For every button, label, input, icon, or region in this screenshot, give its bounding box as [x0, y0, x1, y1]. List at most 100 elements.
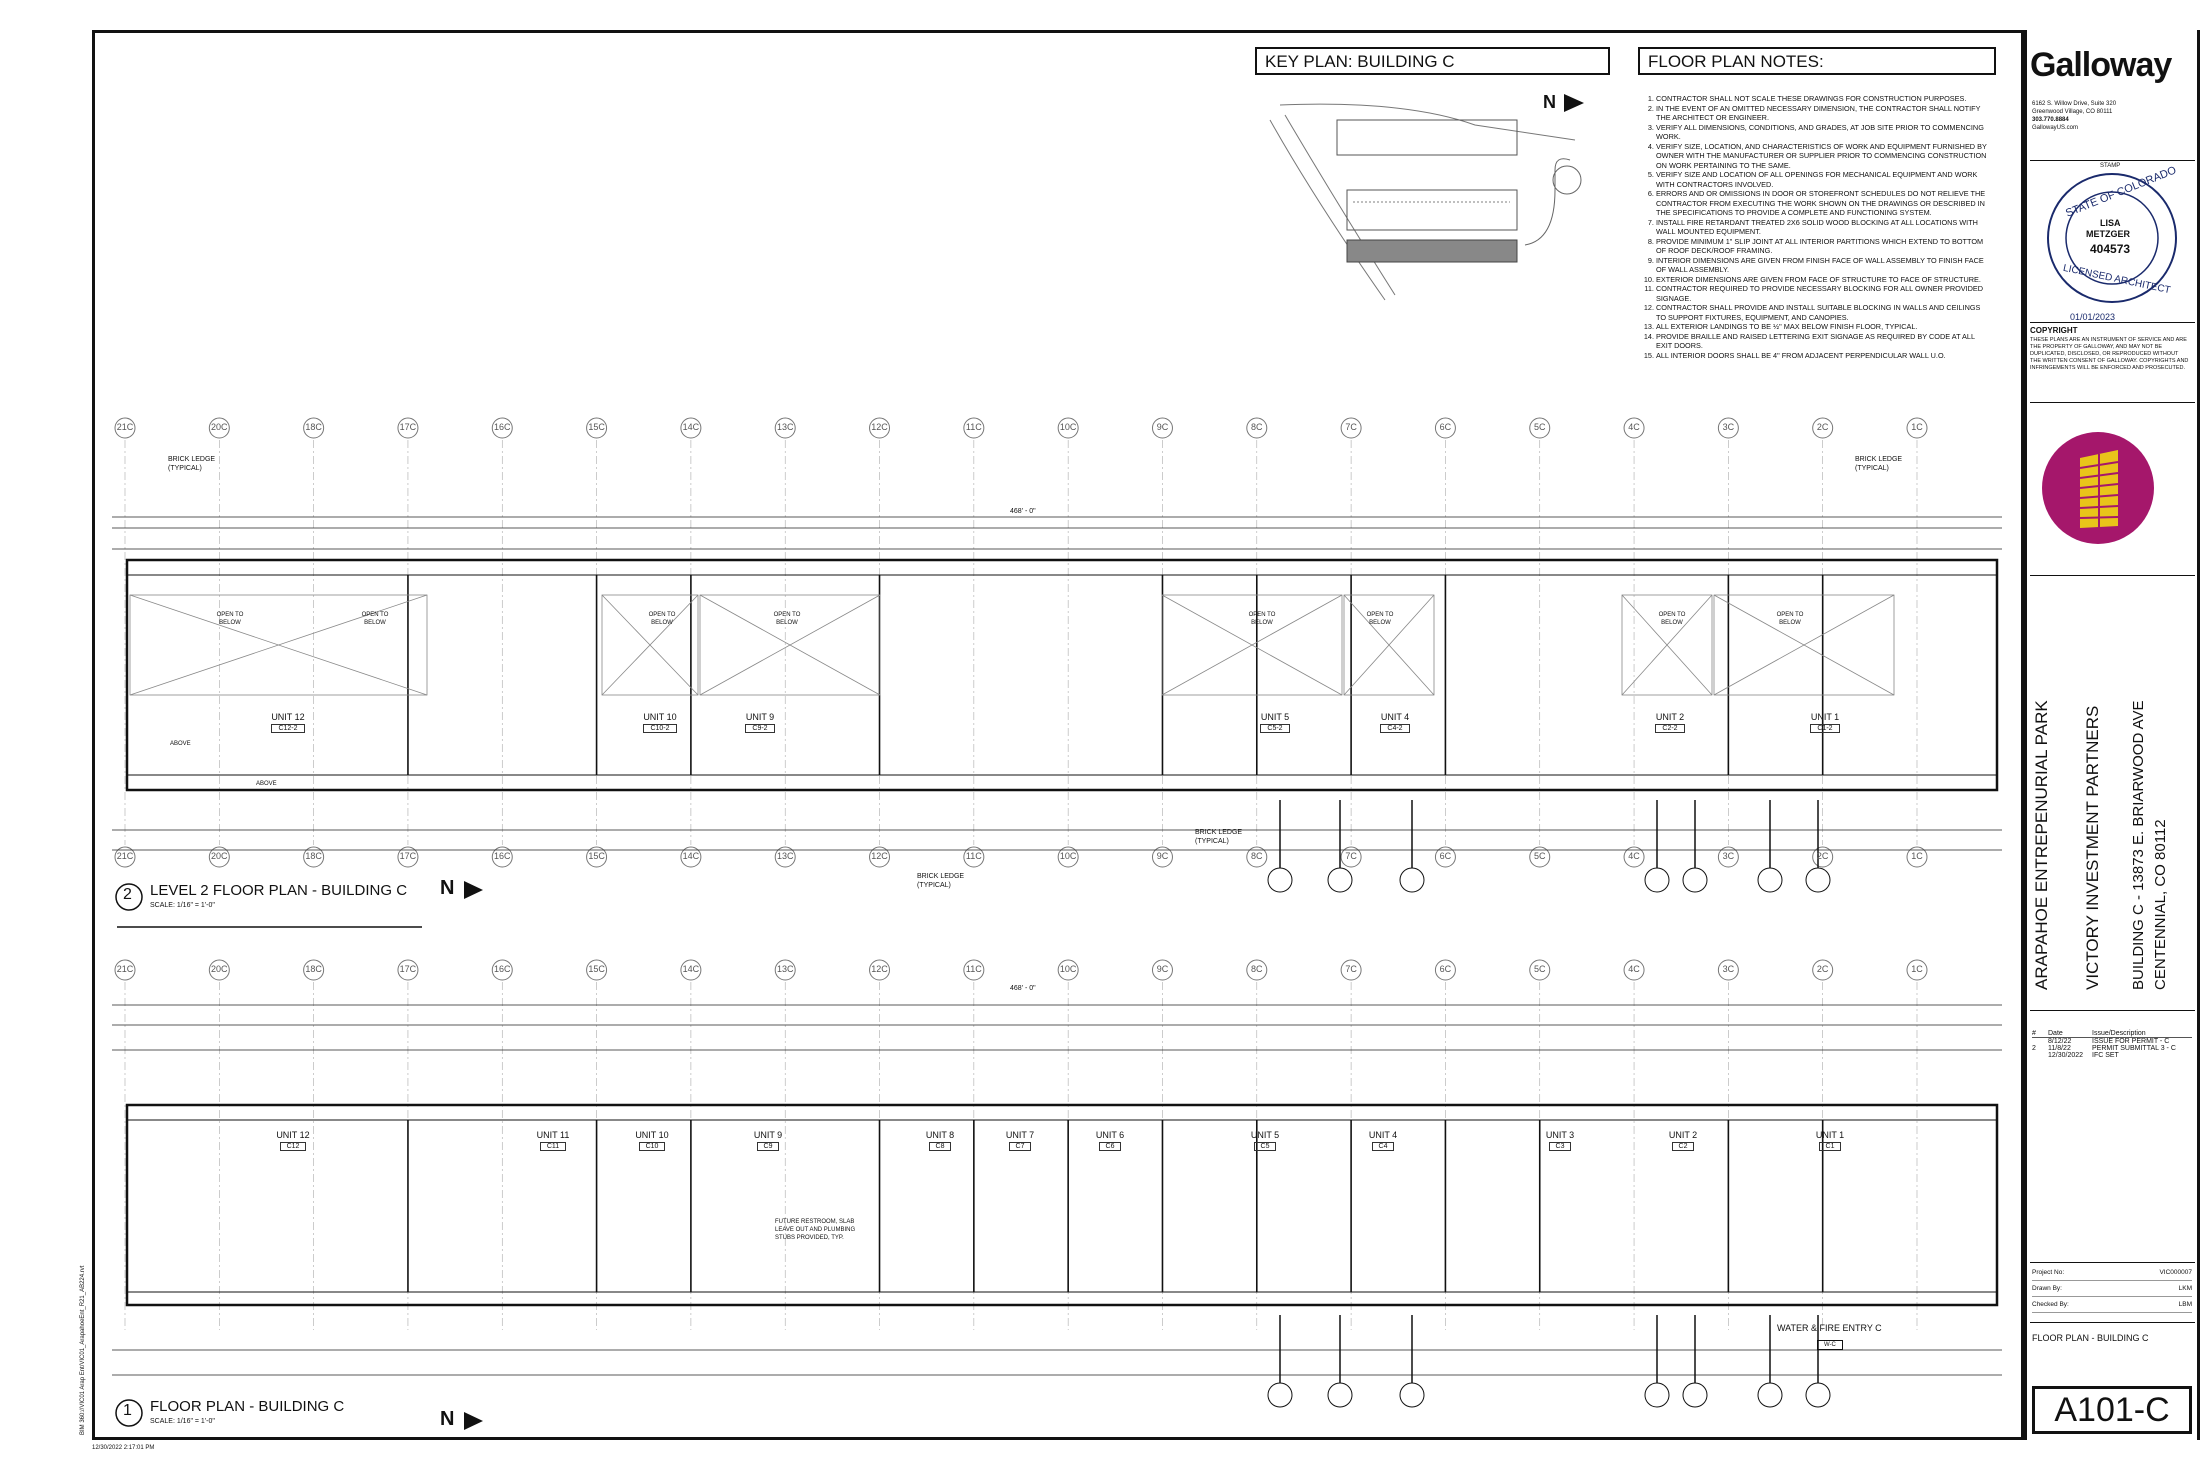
level2-open-to-below: [129, 594, 1895, 696]
grid-bubbles-level1-top: [114, 959, 1928, 981]
level2-plan-scale: SCALE: 1/16" = 1'-0": [150, 902, 215, 909]
unit-label: UNIT 10 C10-2: [630, 712, 690, 733]
grid-label: 8C: [1251, 851, 1263, 861]
revision-header: # Date Issue/Description: [2032, 1030, 2192, 1038]
grid-label: 6C: [1439, 422, 1452, 432]
grid-label: 5C: [1533, 422, 1546, 432]
grid-label: 21C: [116, 964, 134, 974]
grid-bubbles-level2-bottom: [114, 846, 1928, 868]
grid-bubble: [869, 417, 891, 439]
note-item: IN THE EVENT OF AN OMITTED NECESSARY DIM…: [1656, 104, 1992, 123]
grid-bubble: [869, 959, 891, 981]
unit-tag: C10: [638, 1142, 666, 1151]
firm-address-1: 6162 S. Willow Drive, Suite 320: [2032, 101, 2117, 107]
grid-bubble: [1906, 846, 1928, 868]
grid-bubble: [1812, 417, 1834, 439]
grid-bubble: [208, 417, 230, 439]
grid-bubble: [1057, 846, 1079, 868]
rev-date: 8/12/22: [2048, 1038, 2072, 1045]
table-row: 2 11/8/22 PERMIT SUBMITTAL 3 - C: [2032, 1045, 2192, 1052]
brick-ledge-text: BRICK LEDGE: [168, 456, 216, 463]
rev-num: [2032, 1052, 2044, 1059]
grid-label: 16C: [493, 422, 511, 432]
unit-tag: C5-2: [1260, 724, 1290, 733]
grid-label: 7C: [1345, 964, 1357, 974]
note-item: ERRORS AND OR OMISSIONS IN DOOR OR STORE…: [1656, 189, 1992, 218]
section-marker: [1327, 867, 1353, 893]
section-marker: [1399, 1382, 1425, 1408]
grid-label: 12C: [871, 422, 888, 432]
sheet-number: A101-C: [2032, 1386, 2192, 1434]
unit-tag: C9-2: [745, 724, 775, 733]
grid-label: 2C: [1816, 964, 1829, 974]
grid-bubble: [774, 959, 796, 981]
grid-label: 11C: [965, 851, 982, 861]
grid-label: 15C: [588, 422, 605, 432]
grid-label: 6C: [1439, 851, 1452, 861]
stamp-name-1: LISA: [2100, 218, 2121, 228]
floor-plans-drawing: [112, 417, 2002, 1408]
checked-by: LBM: [2178, 1301, 2192, 1308]
grid-bubble: [1717, 846, 1739, 868]
firm-web: GallowayUS.com: [2032, 125, 2079, 131]
print-timestamp: 12/30/2022 2:17:01 PM: [92, 1445, 155, 1451]
rev-num: [2032, 1038, 2044, 1045]
unit-name: UNIT 10: [643, 712, 677, 722]
grid-bubble: [1623, 959, 1645, 981]
grid-label: 21C: [116, 851, 134, 861]
divider: [2030, 1322, 2195, 1323]
grid-bubble: [1151, 846, 1173, 868]
brick-ledge-note: BRICK LEDGE(TYPICAL): [1195, 828, 1242, 846]
level1-building-outline: [125, 1103, 1999, 1307]
stamp-name-2: METZGER: [2086, 229, 2130, 239]
grid-label: 20C: [211, 964, 228, 974]
unit-tag: C4-2: [1380, 724, 1410, 733]
dimension-lines: [112, 516, 2002, 1376]
open-to-below-label: OPEN TO BELOW: [1658, 612, 1686, 626]
rev-date: 12/30/2022: [2048, 1052, 2084, 1059]
note-item: PROVIDE BRAILLE AND RAISED LETTERING EXI…: [1656, 332, 1992, 351]
grid-label: 11C: [965, 964, 982, 974]
grid-label: 20C: [211, 422, 228, 432]
north-arrow-icon: [1564, 94, 1584, 112]
grid-bubble: [1717, 417, 1739, 439]
unit-tag: C11: [539, 1142, 567, 1151]
rev-col-date: Date: [2048, 1030, 2063, 1037]
grid-bubble: [397, 959, 419, 981]
grid-label: 3C: [1722, 422, 1735, 432]
grid-label: 2C: [1816, 422, 1829, 432]
sheet-border: [92, 30, 2024, 1440]
grid-bubble: [397, 417, 419, 439]
grid-bubble: [963, 417, 985, 439]
unit-tag: C10-2: [643, 724, 677, 733]
grid-bubble: [491, 846, 513, 868]
grid-bubble: [963, 959, 985, 981]
grid-bubble: [1340, 417, 1362, 439]
section-marker: [1267, 867, 1293, 893]
grid-bubble: [1151, 959, 1173, 981]
firm-address-2: Greenwood Village, CO 80111: [2032, 109, 2113, 115]
grid-bubble: [586, 959, 608, 981]
open-to-below-label: OPEN TO BELOW: [773, 612, 801, 626]
typical-text: (TYPICAL): [1195, 838, 1229, 845]
divider: [2030, 402, 2195, 403]
grid-label: 13C: [776, 851, 794, 861]
note-item: ALL INTERIOR DOORS SHALL BE 4" FROM ADJA…: [1656, 351, 1992, 361]
rev-desc: ISSUE FOR PERMIT - C: [2092, 1038, 2170, 1045]
above-label: ABOVE: [170, 741, 191, 747]
level1-plan-scale: SCALE: 1/16" = 1'-0": [150, 1418, 215, 1425]
section-marker: [1805, 1382, 1831, 1408]
unit-tag: C2: [1671, 1142, 1695, 1151]
grid-label: 9C: [1156, 422, 1169, 432]
unit-tag: C6: [1098, 1142, 1122, 1151]
firm-logo: Galloway: [2030, 46, 2172, 84]
key-plan-title: KEY PLAN: BUILDING C: [1255, 47, 1610, 75]
